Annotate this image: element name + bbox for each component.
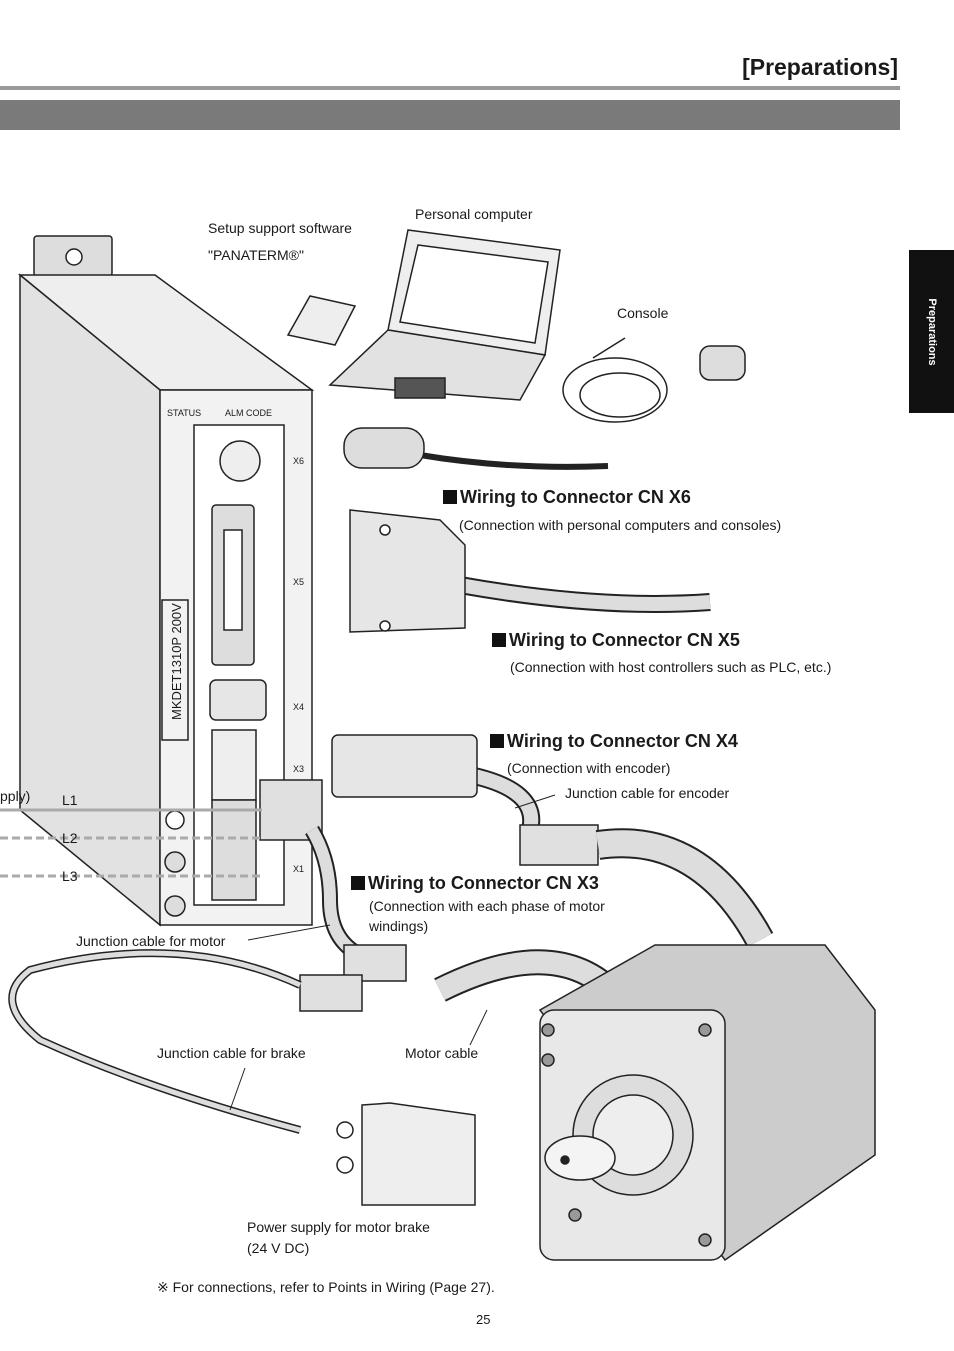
section-x6-desc: (Connection with personal computers and … (459, 517, 782, 533)
section-x5-desc: (Connection with host controllers such a… (510, 659, 832, 675)
personal-computer-label: Personal computer (415, 206, 533, 222)
l2-label: L2 (62, 830, 78, 846)
x5-port-label: X5 (293, 577, 305, 587)
section-x3-title: Wiring to Connector CN X3 (351, 873, 599, 894)
laptop-icon (328, 229, 561, 401)
brake-power-label: Power supply for motor brake (247, 1219, 430, 1235)
brake-voltage-label: (24 V DC) (247, 1240, 310, 1256)
power-lines (0, 808, 262, 878)
alm-code-label: ALM CODE (225, 408, 273, 418)
status-label: STATUS (167, 408, 202, 418)
l3-label: L3 (62, 868, 78, 884)
x6-cable (343, 427, 609, 470)
page-title: [Preparations] (742, 54, 898, 80)
section-x4-desc: (Connection with encoder) (507, 760, 671, 776)
junction-motor-label: Junction cable for motor (76, 933, 226, 949)
leader-lines (229, 794, 556, 1111)
brake-cable (8, 949, 354, 1174)
junction-encoder-label: Junction cable for encoder (565, 785, 730, 801)
brake-power-box (361, 1102, 476, 1206)
x4-port-label: X4 (293, 702, 305, 712)
header-rule (0, 86, 900, 90)
x4-connector (331, 734, 774, 948)
console-icon (562, 337, 746, 423)
section-x3-desc: (Connection with each phase of motor win… (369, 898, 605, 934)
x5-connector (349, 509, 711, 633)
section-x4-title: Wiring to Connector CN X4 (490, 731, 738, 752)
x3-port-label: X3 (293, 764, 305, 774)
x1-port-label: X1 (293, 864, 305, 874)
section-band (0, 100, 900, 130)
console-label: Console (617, 305, 669, 321)
footer-note: ※ For connections, refer to Points in Wi… (157, 1279, 495, 1295)
side-tab: Preparations (909, 250, 954, 413)
junction-brake-label: Junction cable for brake (157, 1045, 306, 1061)
l1-label: L1 (62, 792, 78, 808)
section-x5-title: Wiring to Connector CN X5 (492, 630, 740, 651)
setup-software-label: Setup support software (208, 220, 352, 236)
page-number: 25 (476, 1312, 491, 1327)
panaterm-label: "PANATERM®" (208, 247, 304, 263)
servo-motor (538, 944, 876, 1262)
servo-amplifier (17, 235, 323, 927)
section-x6-title: Wiring to Connector CN X6 (443, 487, 691, 508)
x6-port-label: X6 (293, 456, 305, 466)
power-supply-label: pply) (0, 788, 31, 804)
model-label: MKDET1310P 200V (169, 603, 184, 720)
motor-cable-label: Motor cable (405, 1045, 479, 1061)
floppy-disk-icon (286, 295, 357, 346)
